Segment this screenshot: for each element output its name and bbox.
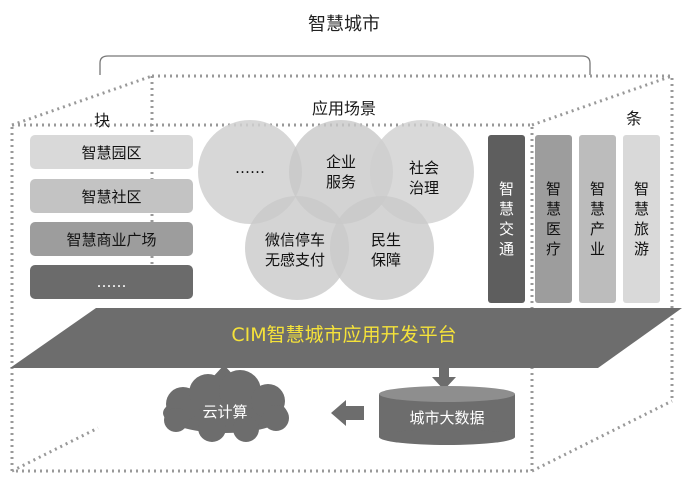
circle-line: 民生 (370, 231, 401, 249)
circle-line: …… (235, 159, 265, 177)
circle-line: 保障 (370, 251, 401, 269)
block-etc: …… (30, 265, 193, 299)
circle-label-parking: 微信停车 无感支付 (250, 230, 340, 270)
block-smart-plaza: 智慧商业广场 (30, 222, 193, 256)
block-smart-park: 智慧园区 (30, 135, 193, 169)
left-arrow (331, 400, 364, 426)
right-group-label: 条 (626, 109, 643, 128)
circle-label-etc: …… (222, 158, 278, 178)
circle-enterprise (289, 120, 393, 224)
block-smart-community: 智慧社区 (30, 179, 193, 213)
left-group-label: 块 (94, 111, 111, 130)
circle-etc (198, 120, 302, 224)
bar-char: 产 (589, 220, 605, 238)
bar-char: 智 (498, 180, 514, 198)
circle-label-livelihood: 民生 保障 (358, 230, 414, 270)
bar-char: 通 (498, 240, 514, 258)
bar-char: 慧 (633, 200, 649, 218)
bar-char: 业 (589, 240, 605, 258)
bar-smart-industry: 智 慧 产 业 (579, 135, 616, 303)
big-data-label: 城市大数据 (409, 409, 485, 427)
circle-line: 服务 (325, 173, 356, 191)
cloud-label: 云计算 (202, 403, 248, 421)
bar-char: 智 (589, 180, 605, 198)
bar-char: 旅 (633, 220, 649, 238)
bar-char: 智 (545, 180, 561, 198)
bar-char: 医 (545, 220, 561, 238)
circle-parking (245, 196, 349, 300)
data-cylinder (379, 386, 515, 445)
circle-livelihood (330, 196, 434, 300)
cloud-shape (163, 370, 289, 442)
down-arrow (432, 366, 456, 390)
bar-char: 交 (498, 220, 514, 238)
circle-label-governance: 社会 治理 (394, 158, 454, 198)
circle-line: 企业 (325, 153, 356, 171)
diagram-title: 智慧城市 (308, 14, 380, 35)
bar-char: 游 (633, 240, 649, 258)
bar-char: 智 (633, 180, 649, 198)
bar-smart-tourism: 智 慧 旅 游 (623, 135, 660, 303)
circle-line: 社会 (408, 159, 439, 177)
bar-smart-medical: 智 慧 医 疗 (535, 135, 572, 303)
platform-slab (10, 308, 682, 368)
bar-char: 慧 (589, 200, 605, 218)
scene-label: 应用场景 (311, 99, 376, 118)
bar-char: 疗 (545, 240, 561, 258)
bar-smart-traffic: 智 慧 交 通 (488, 135, 525, 303)
bar-char: 慧 (545, 200, 561, 218)
circle-label-enterprise: 企业 服务 (311, 152, 371, 192)
venn-circles (198, 120, 474, 300)
circle-line: 微信停车 (264, 231, 325, 249)
circle-line: 治理 (408, 179, 439, 197)
platform-label: CIM智慧城市应用开发平台 (231, 324, 457, 346)
title-bracket (99, 55, 591, 75)
bar-char: 慧 (498, 200, 514, 218)
circle-line: 无感支付 (264, 251, 325, 269)
